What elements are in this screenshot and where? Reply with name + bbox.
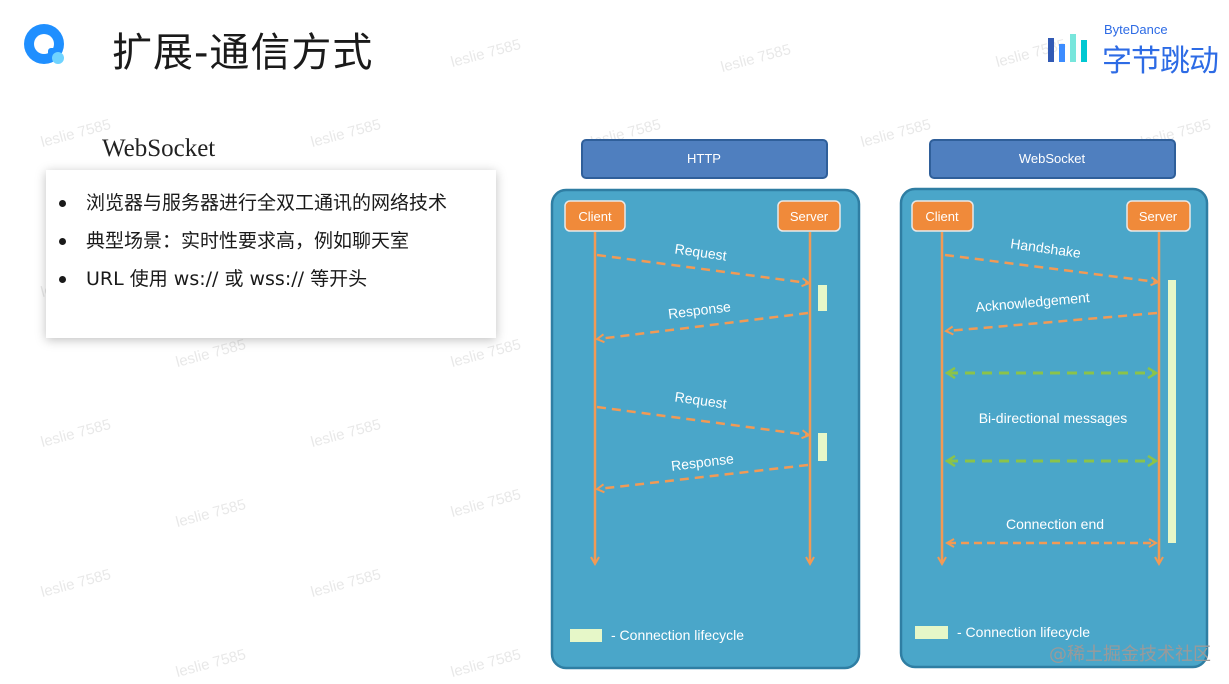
http-vs-websocket-diagram: HTTP Client Server Request Response Requ…	[550, 139, 1209, 670]
section-heading: WebSocket	[102, 135, 216, 162]
http-response-label-2: Response	[670, 450, 735, 474]
brand-name-en: ByteDance	[1104, 22, 1168, 37]
http-legend-swatch	[570, 629, 602, 642]
ws-server-node	[1126, 200, 1191, 232]
brand-name-zh: 字节跳动	[1102, 44, 1219, 79]
bullet-item: 浏览器与服务器进行全双工通讯的网络技术	[59, 184, 496, 222]
ws-legend-label: - Connection lifecycle	[957, 624, 1090, 640]
ws-title-box	[929, 139, 1176, 179]
http-title-box	[581, 139, 828, 179]
http-panel: HTTP Client Server Request Response Requ…	[550, 139, 861, 670]
ws-body	[899, 187, 1209, 669]
watermark-text: leslie 7585	[174, 496, 248, 531]
ws-lifecycle-bar	[1168, 280, 1176, 543]
ws-client-label: Client	[925, 209, 959, 224]
bullet-item: 典型场景：实时性要求高，例如聊天室	[59, 222, 496, 260]
page-title: 扩展-通信方式	[112, 30, 374, 76]
watermark-text: leslie 7585	[174, 646, 248, 681]
http-response-arrow-1	[598, 311, 809, 339]
watermark-text: leslie 7585	[449, 646, 523, 681]
watermark-text: leslie 7585	[174, 336, 248, 371]
ws-handshake-arrow	[944, 253, 1157, 282]
http-legend-label: - Connection lifecycle	[611, 627, 744, 643]
http-response-arrow-2	[598, 463, 809, 489]
ws-server-label: Server	[1139, 209, 1178, 224]
ws-ack-arrow	[947, 311, 1158, 331]
ws-client-node	[911, 200, 974, 232]
bytedance-logo: ByteDance 字节跳动	[1046, 22, 1221, 79]
bullet-card: 浏览器与服务器进行全双工通讯的网络技术 典型场景：实时性要求高，例如聊天室 UR…	[46, 170, 496, 338]
ws-bidir-label: Bi-directional messages	[979, 410, 1128, 426]
ws-connection-end-label: Connection end	[1006, 516, 1104, 532]
watermark-text: leslie 7585	[719, 41, 793, 76]
http-request-label-1: Request	[674, 240, 728, 263]
source-credit: @稀土掘金技术社区	[1049, 644, 1211, 665]
ws-title: WebSocket	[1019, 151, 1086, 166]
websocket-panel: WebSocket Client Server Handshake Acknow…	[899, 139, 1209, 669]
http-client-node	[564, 200, 626, 232]
watermark-text: leslie 7585	[449, 486, 523, 521]
watermark-text: leslie 7585	[39, 566, 113, 601]
bullet-item: URL 使用 ws:// 或 wss:// 等开头	[59, 260, 496, 298]
watermark-text: leslie 7585	[449, 36, 523, 71]
watermark-text: leslie 7585	[309, 416, 383, 451]
app-logo-icon	[24, 24, 64, 64]
http-request-arrow-1	[596, 253, 808, 283]
http-response-label-1: Response	[667, 298, 732, 322]
http-request-label-2: Request	[674, 388, 728, 411]
http-lifecycle-bar-1	[818, 285, 827, 311]
http-title: HTTP	[687, 151, 721, 166]
bytedance-bars-icon	[1048, 34, 1087, 62]
http-lifecycle-bar-2	[818, 433, 827, 461]
watermark-text: leslie 7585	[449, 336, 523, 371]
ws-legend-swatch	[915, 626, 948, 639]
watermark-text: leslie 7585	[309, 566, 383, 601]
http-server-node	[777, 200, 841, 232]
http-server-label: Server	[790, 209, 829, 224]
watermark-text: leslie 7585	[39, 416, 113, 451]
watermark-text: leslie 7585	[309, 116, 383, 151]
http-request-arrow-2	[596, 405, 808, 435]
http-client-label: Client	[578, 209, 612, 224]
http-body	[550, 188, 861, 670]
